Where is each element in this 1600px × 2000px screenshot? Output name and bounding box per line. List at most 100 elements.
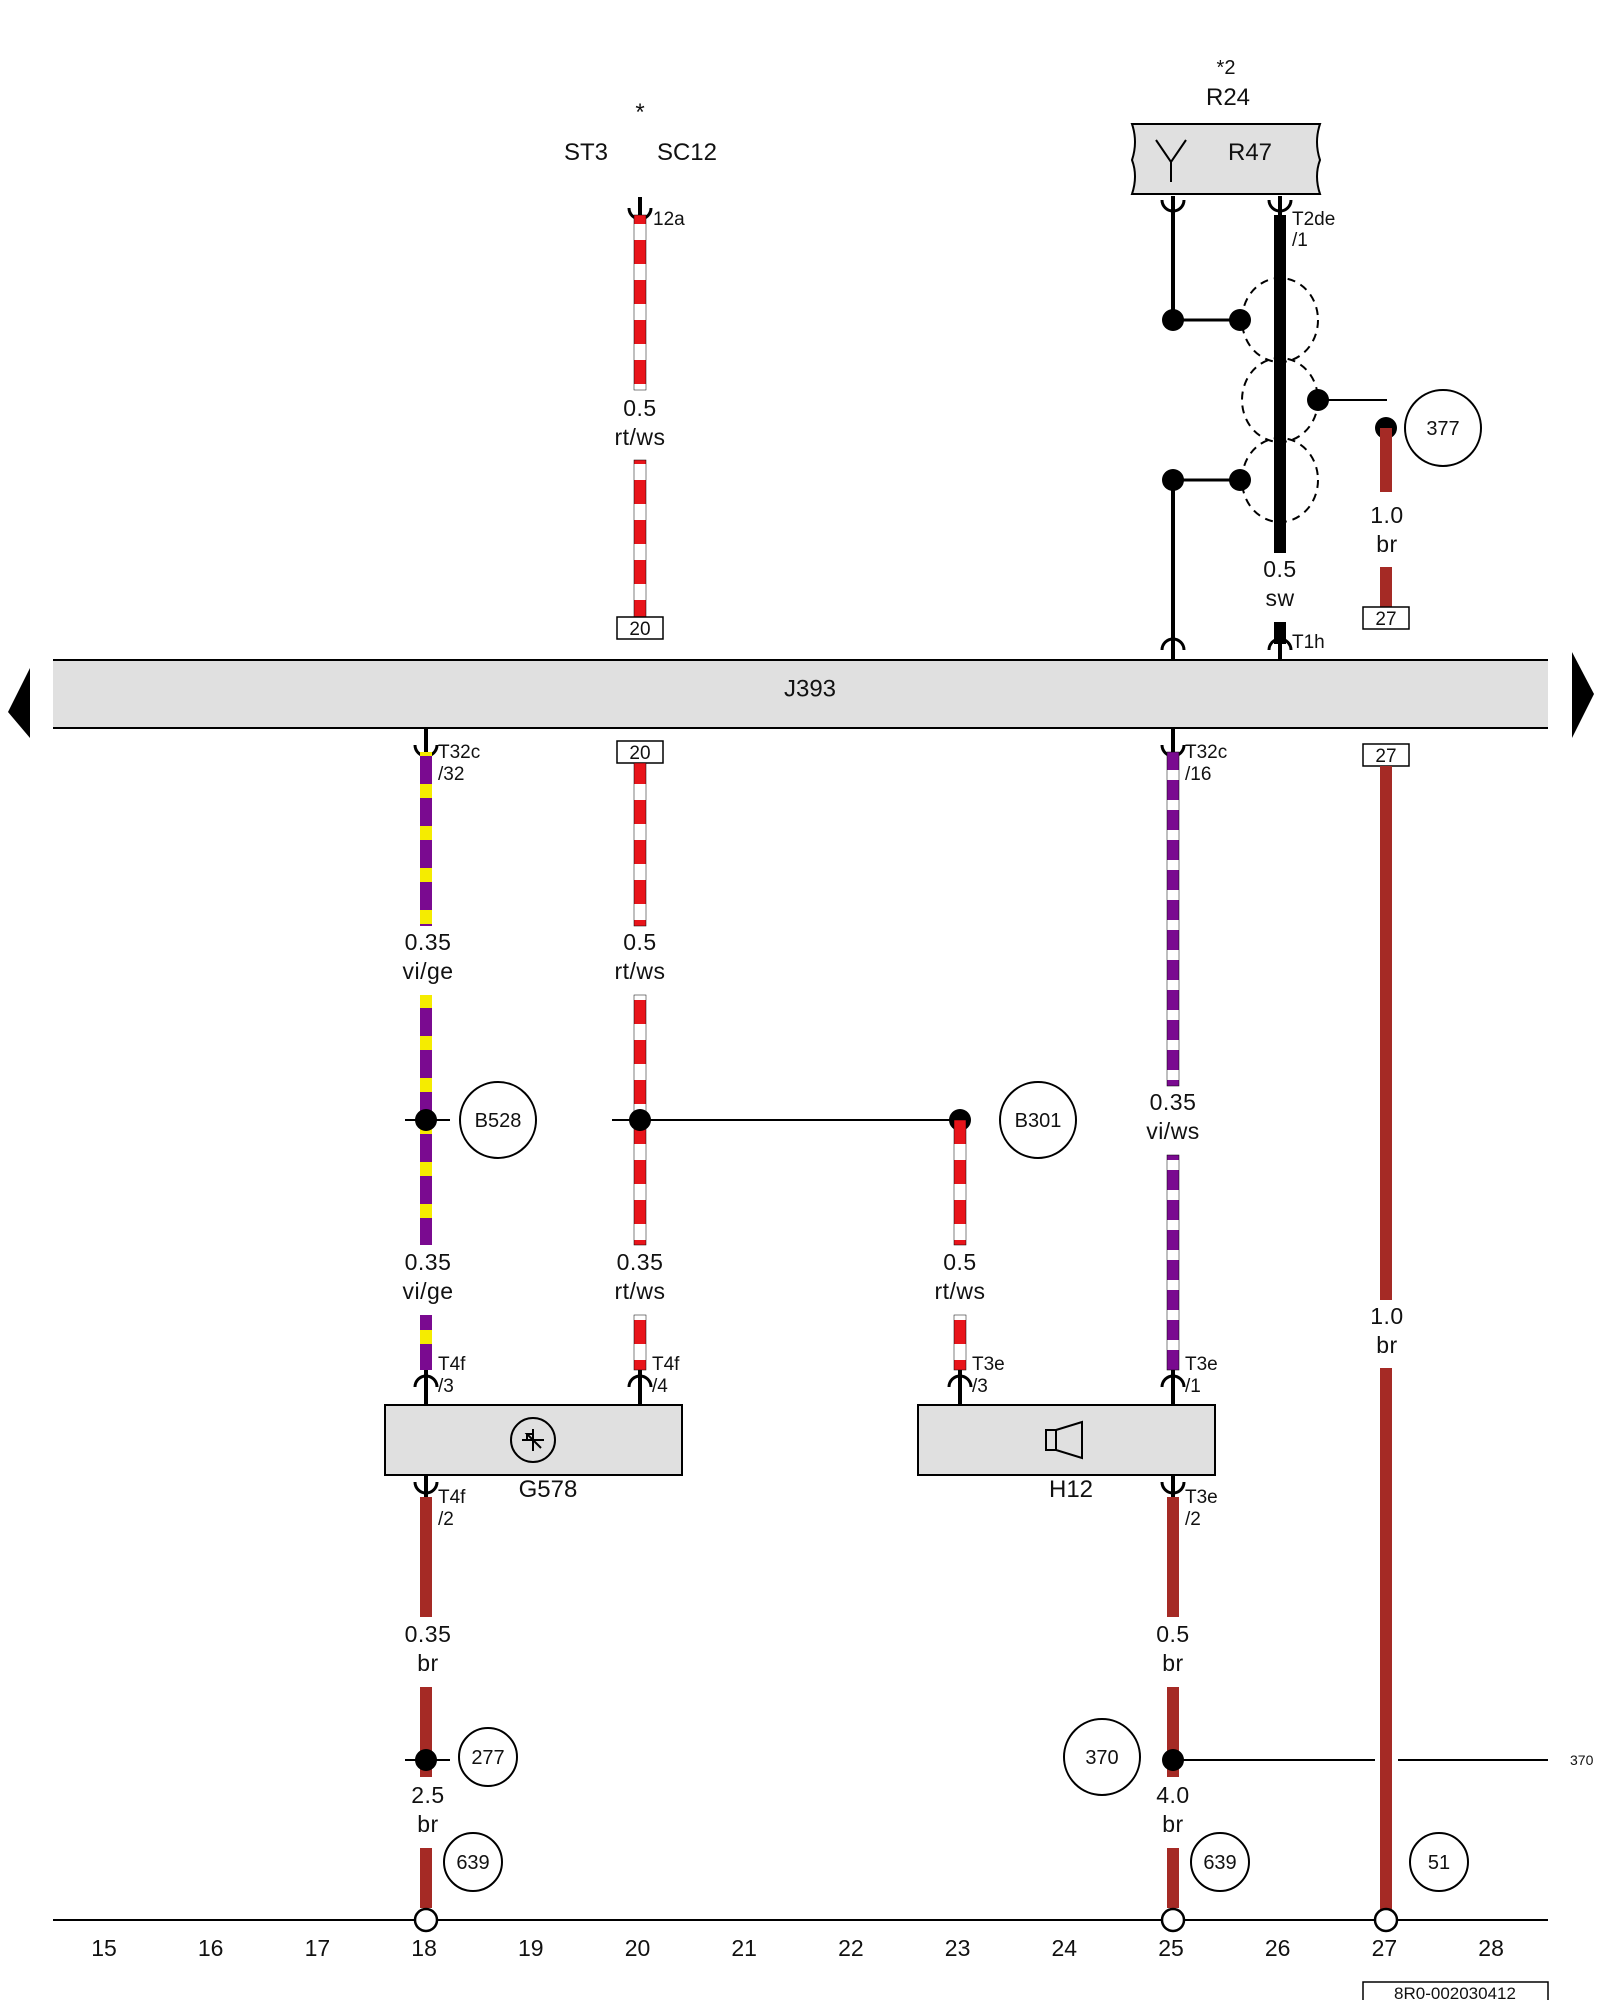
pin-t3e-3-number: /3	[972, 1376, 988, 1397]
wire-rtws-1-upper	[633, 762, 647, 927]
wire-viws-size: 0.35	[1150, 1089, 1197, 1115]
ref-277[interactable]	[458, 1727, 518, 1787]
wire-vige-1-color: vi/ge	[402, 958, 453, 984]
wire-sw-size: 0.5	[1263, 556, 1296, 582]
wire-vige-2-color: vi/ge	[402, 1278, 453, 1304]
ground-point-18	[413, 1907, 439, 1933]
ground-column-15: 15	[91, 1935, 117, 1961]
ref-639-a[interactable]	[443, 1832, 503, 1892]
wire-rtws-3-color: rt/ws	[934, 1278, 985, 1304]
wire-br-h-upper	[1167, 1497, 1179, 1617]
wire-br-long-color: br	[1376, 1332, 1397, 1358]
svg-text:639: 639	[456, 1852, 489, 1874]
pin-t1h: T1h	[1292, 632, 1325, 653]
wire-br-g-upper	[420, 1497, 432, 1617]
wire-vige-2-lower	[420, 1315, 432, 1370]
wire-br-top-lower	[1380, 567, 1392, 607]
pin-t2de: T2de	[1292, 209, 1335, 230]
wire-vige-1-upper	[420, 752, 432, 926]
pin-t32c-16: T32c	[1185, 742, 1227, 763]
splice-370	[1162, 1749, 1184, 1771]
r47-module: R47	[1130, 123, 1322, 195]
wire-rtws-2-size: 0.35	[617, 1249, 664, 1275]
wire-rtws-2-lower	[633, 1314, 647, 1371]
ground-column-27: 27	[1372, 1935, 1398, 1961]
ground-column-25: 25	[1158, 1935, 1184, 1961]
pin-t4f-3-number: /3	[438, 1376, 454, 1397]
ground-point-27	[1373, 1907, 1399, 1933]
pin-t4f-4: T4f	[652, 1354, 680, 1375]
wire-sw-color: sw	[1265, 585, 1294, 611]
wire-vige-2-size: 0.35	[405, 1249, 452, 1275]
wire-sw-upper	[1274, 215, 1286, 553]
ground-point-25	[1160, 1907, 1186, 1933]
pin-t3e-1-number: /1	[1185, 1376, 1201, 1397]
right-arrow-icon[interactable]	[1572, 652, 1594, 738]
connector-j393-left-icon	[1160, 637, 1186, 651]
connector-t1h-icon	[1267, 637, 1293, 651]
ref-51[interactable]	[1409, 1832, 1469, 1892]
h12-module	[917, 1404, 1216, 1476]
wire-br-long-upper	[1380, 766, 1392, 1300]
ground-column-20: 20	[625, 1935, 651, 1961]
wire-top-rtws-color: rt/ws	[614, 424, 665, 450]
r24-note: *2	[1217, 57, 1236, 79]
j393-module: J393	[53, 659, 1548, 729]
ground-column-24: 24	[1052, 1935, 1078, 1961]
wire-br-top-color: br	[1376, 531, 1397, 557]
pin-box-20-top	[616, 616, 664, 640]
wire-rtws-3-upper	[953, 1119, 967, 1246]
wire-br-h2-size: 4.0	[1156, 1782, 1189, 1808]
st3-label: ST3	[564, 139, 608, 166]
wire-br-g-color: br	[417, 1650, 438, 1676]
wire-br-long-size: 1.0	[1370, 1303, 1403, 1329]
ref-377[interactable]	[1404, 389, 1482, 467]
wire-top-rtws-upper	[633, 214, 647, 391]
ground-column-16: 16	[198, 1935, 224, 1961]
ref-b528[interactable]	[459, 1081, 537, 1159]
left-arrow-icon[interactable]	[8, 668, 30, 738]
splice-b528	[415, 1109, 437, 1131]
svg-text:277: 277	[471, 1747, 504, 1769]
svg-text:B528: B528	[475, 1110, 522, 1132]
wire-br-long-lower	[1380, 1368, 1392, 1920]
svg-text:27: 27	[1375, 609, 1396, 630]
sensor-icon	[510, 1417, 556, 1463]
ref-370-edge: 370	[1570, 1752, 1594, 1768]
pin-t3e-3: T3e	[972, 1354, 1005, 1375]
pin-t3e-2: T3e	[1185, 1487, 1218, 1508]
splice-b301-left	[629, 1109, 651, 1131]
antenna-icon	[1155, 139, 1187, 182]
pin-t32c-32-number: /32	[438, 764, 464, 785]
ground-column-23: 23	[945, 1935, 971, 1961]
wire-br-top-size: 1.0	[1370, 502, 1403, 528]
wire-br-h2-color: br	[1162, 1811, 1183, 1837]
wire-viws-color: vi/ws	[1146, 1118, 1200, 1144]
r24-label: R24	[1206, 84, 1250, 111]
pin-t3e-2-number: /2	[1185, 1509, 1201, 1530]
splice-277	[415, 1749, 437, 1771]
ref-b301[interactable]	[999, 1081, 1077, 1159]
wire-viws-lower	[1166, 1154, 1180, 1371]
ref-370[interactable]	[1063, 1718, 1141, 1796]
wire-top-rtws-lower	[633, 459, 647, 618]
ground-column-22: 22	[838, 1935, 864, 1961]
g578-label: G578	[519, 1476, 578, 1503]
asterisk-label: *	[635, 99, 644, 126]
ground-column-28: 28	[1478, 1935, 1504, 1961]
svg-text:27: 27	[1375, 746, 1396, 767]
wire-top-rtws-size: 0.5	[623, 395, 656, 421]
wire-vige-1-size: 0.35	[405, 929, 452, 955]
wire-br-top-upper	[1380, 428, 1392, 492]
wire-rtws-1-size: 0.5	[623, 929, 656, 955]
wire-br-g-size: 0.35	[405, 1621, 452, 1647]
ref-639-b[interactable]	[1190, 1832, 1250, 1892]
wire-rtws-3-lower	[953, 1314, 967, 1371]
wire-viws-upper	[1166, 751, 1180, 1087]
pin-t4f-2-number: /2	[438, 1509, 454, 1530]
g578-module	[384, 1404, 683, 1476]
wire-br-g2-size: 2.5	[411, 1782, 444, 1808]
wire-rtws-3-size: 0.5	[943, 1249, 976, 1275]
wire-br-h-color: br	[1162, 1650, 1183, 1676]
